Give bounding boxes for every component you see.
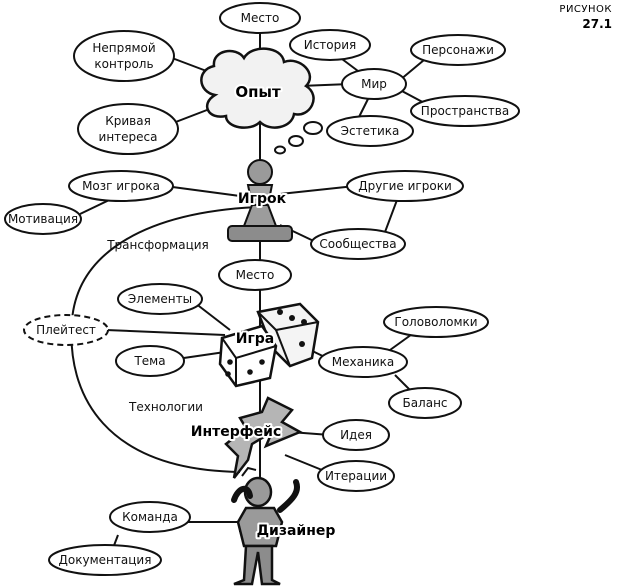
game-label: Игра: [236, 331, 275, 347]
node-world: [341, 68, 407, 100]
interest-curve-label-line2: интереса: [99, 130, 158, 144]
documentation-label: Документация: [59, 553, 152, 567]
figure-caption: РИСУНОК 27.1: [559, 2, 612, 32]
playtest-label: Плейтест: [36, 323, 96, 337]
pawn-icon: [227, 159, 293, 242]
world-label: Мир: [361, 77, 387, 91]
place-top-label: Место: [241, 11, 280, 25]
experience-label: Опыт: [235, 83, 281, 101]
place-mid-label: Место: [236, 268, 275, 282]
node-aesthetics: [326, 115, 414, 147]
figure-word: РИСУНОК: [559, 4, 612, 15]
characters-label: Персонажи: [422, 43, 494, 57]
node-puzzles: [383, 306, 489, 338]
node-story: [289, 29, 371, 61]
experience-cloud: [200, 47, 323, 155]
designer-figure-icon: [231, 466, 300, 586]
dice-icon: [218, 302, 320, 388]
node-team: [109, 501, 191, 533]
spaces-label: Пространства: [421, 104, 509, 118]
node-idea: [322, 419, 390, 451]
node-elements: [117, 283, 203, 315]
node-indirect-control: [73, 30, 175, 82]
designer-label: Дизайнер: [257, 523, 336, 539]
node-balance: [388, 387, 462, 419]
node-theme: [115, 345, 185, 377]
indirect-control-label-line2: контроль: [94, 57, 153, 71]
motivation-label: Мотивация: [8, 212, 78, 226]
elements-label: Элементы: [128, 292, 192, 306]
node-other-players: [346, 170, 464, 202]
transformation-label: Трансформация: [106, 238, 209, 252]
technology-label: Технологии: [128, 400, 203, 414]
node-place-mid: [218, 259, 292, 291]
node-ellipses: [4, 2, 520, 576]
node-mechanics: [318, 346, 408, 378]
story-label: История: [304, 38, 357, 52]
theme-label: Тема: [133, 354, 165, 368]
iterations-label: Итерации: [325, 469, 387, 483]
mechanics-label: Механика: [332, 355, 394, 369]
node-spaces: [410, 95, 520, 127]
balance-label: Баланс: [402, 396, 447, 410]
node-playtest: [23, 314, 109, 346]
node-characters: [410, 34, 506, 66]
communities-label: Сообщества: [319, 237, 396, 251]
node-documentation: [48, 544, 162, 576]
aesthetics-label: Эстетика: [341, 124, 400, 138]
player-mind-label: Мозг игрока: [82, 179, 160, 193]
player-label: Игрок: [238, 191, 287, 207]
other-players-label: Другие игроки: [358, 179, 452, 193]
node-player-mind: [68, 170, 174, 202]
interface-label: Интерфейс: [191, 424, 282, 440]
puzzles-label: Головоломки: [394, 315, 477, 329]
node-motivation: [4, 203, 82, 235]
team-label: Команда: [122, 510, 178, 524]
idea-label: Идея: [340, 428, 372, 442]
figure-number: 27.1: [582, 17, 612, 31]
node-place-top: [219, 2, 301, 34]
node-interest-curve: [77, 103, 179, 155]
indirect-control-label-line1: Непрямой: [92, 41, 155, 55]
lightning-bolt-icon: [224, 396, 303, 479]
interest-curve-label-line1: Кривая: [105, 114, 151, 128]
node-communities: [310, 228, 406, 260]
node-iterations: [317, 460, 395, 492]
